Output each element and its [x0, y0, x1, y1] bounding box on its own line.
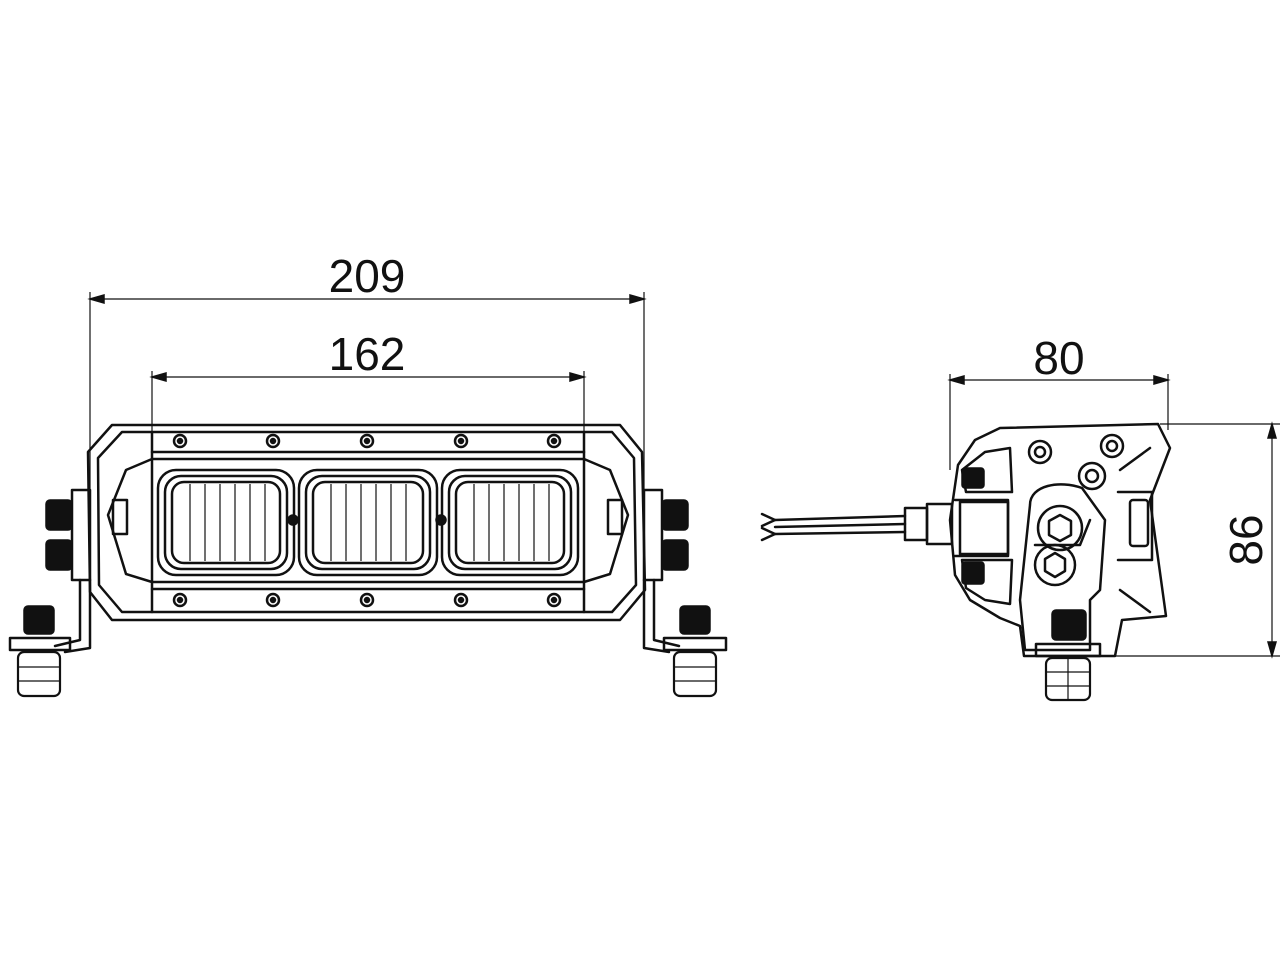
divider-screw-right — [435, 514, 447, 526]
right-mounting-bracket — [642, 488, 728, 698]
power-cable — [760, 502, 954, 546]
side-depth-label: 80 — [1033, 332, 1084, 384]
led-module-left — [156, 468, 296, 577]
divider-screw-left — [287, 514, 299, 526]
led-module-right — [440, 468, 580, 577]
bottom-screws — [172, 592, 562, 608]
bottom-bolt — [1034, 609, 1102, 702]
side-height-label: 86 — [1220, 514, 1272, 565]
overall-width-label: 209 — [329, 250, 406, 302]
dimension-side-height: 86 — [1110, 421, 1280, 659]
front-view: 209 162 — [8, 250, 728, 698]
led-module-center — [297, 468, 439, 577]
light-bar-housing — [86, 423, 647, 622]
dimension-side-depth: 80 — [947, 332, 1171, 470]
side-view: 80 86 — [760, 332, 1280, 702]
lens-width-label: 162 — [329, 328, 406, 380]
side-housing — [948, 422, 1172, 658]
dimension-lens-width: 162 — [149, 328, 587, 470]
top-screws — [172, 433, 562, 449]
pivot-bracket — [1018, 433, 1125, 652]
dimension-overall-width: 209 — [87, 250, 647, 520]
left-mounting-bracket — [8, 488, 92, 698]
